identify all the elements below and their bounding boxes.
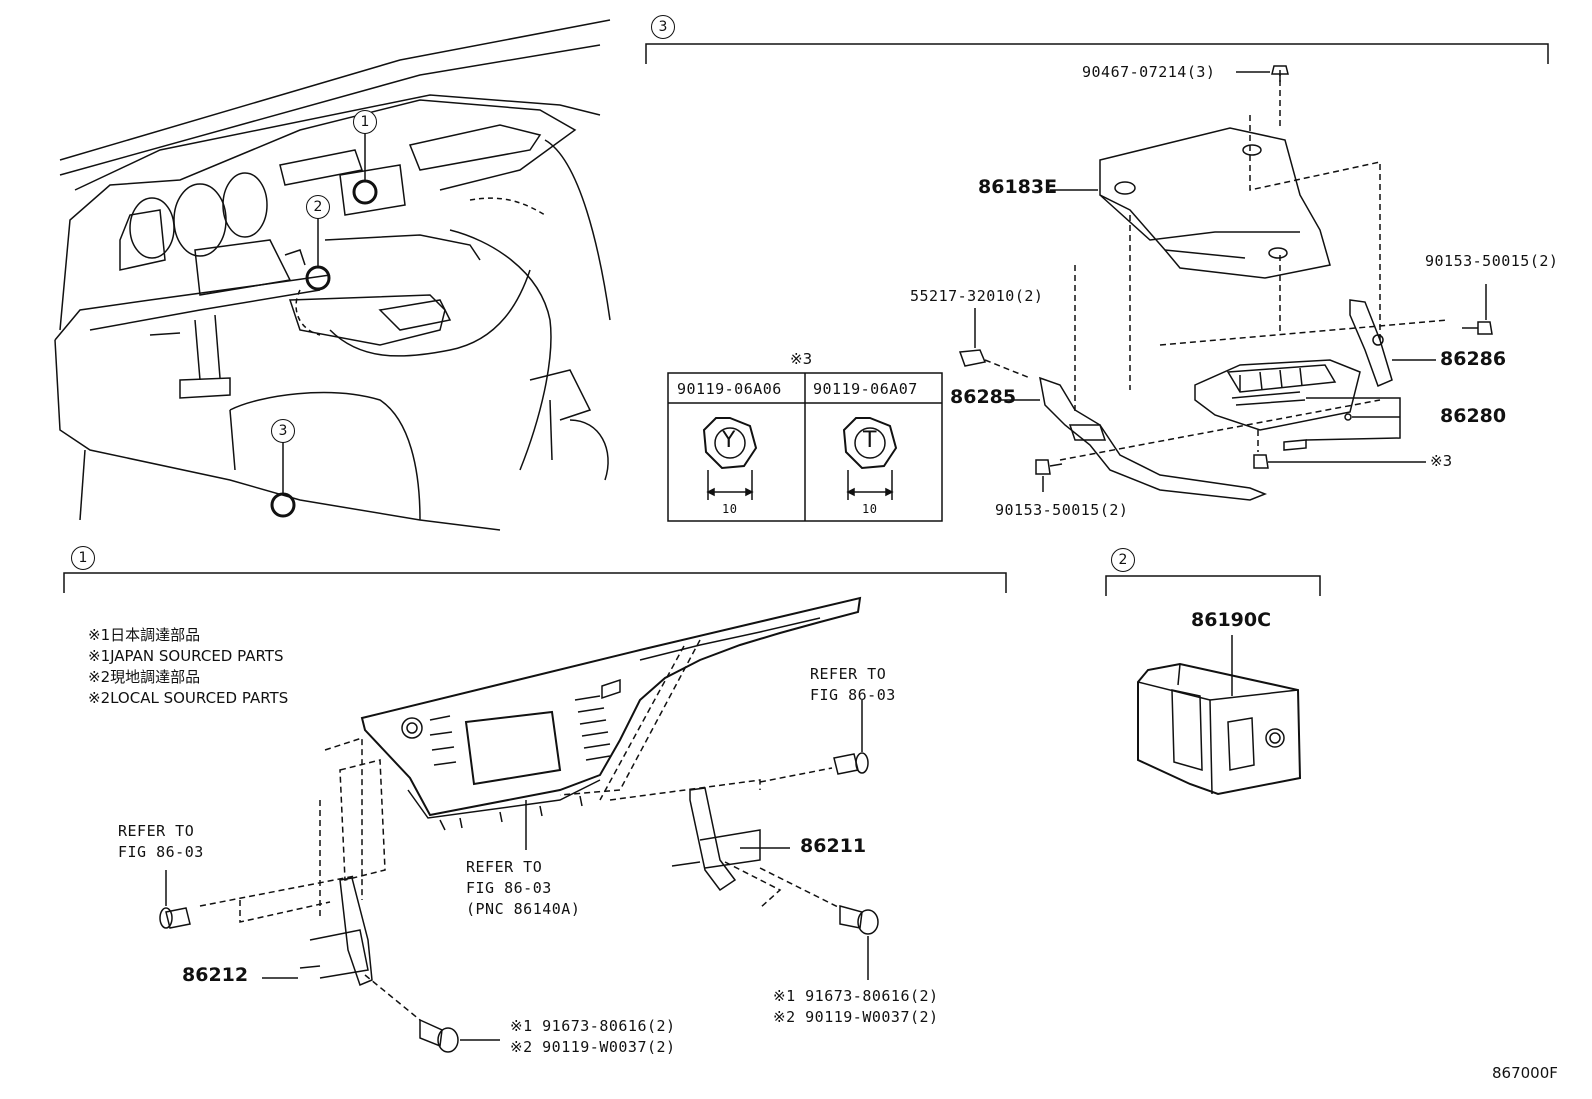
nut-table (667, 372, 943, 522)
refer-center-line-3: (PNC 86140A) (466, 900, 581, 918)
nut-dimension-1: 10 (722, 502, 738, 516)
section-marker-2: 2 (1111, 548, 1135, 572)
bolt-90467-07214 (1236, 65, 1289, 82)
ecu-86280 (1194, 359, 1401, 451)
bolt-right-note-2: ※2 90119-W0037(2) (773, 1008, 939, 1026)
refer-center-line-2: FIG 86-03 (466, 879, 552, 897)
bolt-left-note-1: ※1 91673-80616(2) (510, 1017, 676, 1035)
refer-center-line-1: REFER TO (466, 858, 543, 876)
part-label-86183E: 86183E (978, 176, 1058, 198)
part-label-90153-50015-left: 90153-50015(2) (995, 501, 1129, 519)
bolt-refer-right (833, 700, 869, 775)
ecu-cover-86183E (1074, 70, 1381, 415)
nut-letter-t: T (863, 428, 877, 453)
part-label-86211: 86211 (800, 835, 867, 857)
part-label-90153-50015-right: 90153-50015(2) (1425, 252, 1559, 270)
nut-dimension-2: 10 (862, 502, 878, 516)
bracket-86286 (1159, 299, 1449, 388)
part-label-x3-bolt: ※3 (1430, 452, 1453, 470)
refer-left-line-1: REFER TO (118, 822, 195, 840)
section-3-bracket (645, 43, 1549, 64)
location-marker-1: 1 (353, 110, 377, 134)
bracket-86211 (609, 767, 833, 909)
nut-table-header-2: 90119-06A07 (813, 380, 918, 398)
part-label-86190C: 86190C (1191, 609, 1272, 631)
clip-55217-32010 (958, 308, 1031, 379)
part-label-86212: 86212 (182, 964, 249, 986)
bolt-91673-left (419, 1018, 500, 1053)
refer-right-line-2: FIG 86-03 (810, 686, 896, 704)
note-line-3: ※2現地調達部品 (88, 668, 201, 686)
bolt-left-note-2: ※2 90119-W0037(2) (510, 1038, 676, 1056)
part-label-55217-32010: 55217-32010(2) (910, 287, 1044, 305)
bolt-right-note-1: ※1 91673-80616(2) (773, 987, 939, 1005)
bolt-refer-left (159, 870, 191, 929)
section-marker-1: 1 (71, 546, 95, 570)
refer-right-line-1: REFER TO (810, 665, 887, 683)
section-2-bracket (1105, 575, 1321, 596)
dashboard-overview-illustration (54, 19, 611, 531)
bolt-x3 (1253, 430, 1426, 469)
refer-left-line-2: FIG 86-03 (118, 843, 204, 861)
note-line-2: ※1JAPAN SOURCED PARTS (88, 647, 284, 665)
location-marker-3: 3 (271, 419, 295, 443)
nut-letter-y: Y (722, 428, 736, 453)
note-line-4: ※2LOCAL SOURCED PARTS (88, 689, 289, 707)
location-marker-2: 2 (306, 195, 330, 219)
bolt-90153-50015-right (1462, 284, 1493, 335)
switch-86190C (1137, 635, 1302, 796)
note-line-1: ※1日本調達部品 (88, 626, 201, 644)
section-1-bracket (63, 572, 1007, 593)
figure-code: 867000F (1492, 1064, 1558, 1082)
bracket-86212 (262, 877, 421, 1021)
part-label-86286: 86286 (1440, 348, 1507, 370)
section-marker-3: 3 (651, 15, 675, 39)
part-label-86280: 86280 (1440, 405, 1507, 427)
nut-table-header-1: 90119-06A06 (677, 380, 782, 398)
nut-table-marker: ※3 (790, 350, 813, 368)
center-panel-illustration (199, 596, 862, 923)
bolt-90153-50015-left (1035, 459, 1063, 492)
bracket-86285 (1000, 376, 1381, 501)
part-label-90467-07214: 90467-07214(3) (1082, 63, 1216, 81)
bolt-91673-right (759, 867, 879, 980)
part-label-86285: 86285 (950, 386, 1017, 408)
